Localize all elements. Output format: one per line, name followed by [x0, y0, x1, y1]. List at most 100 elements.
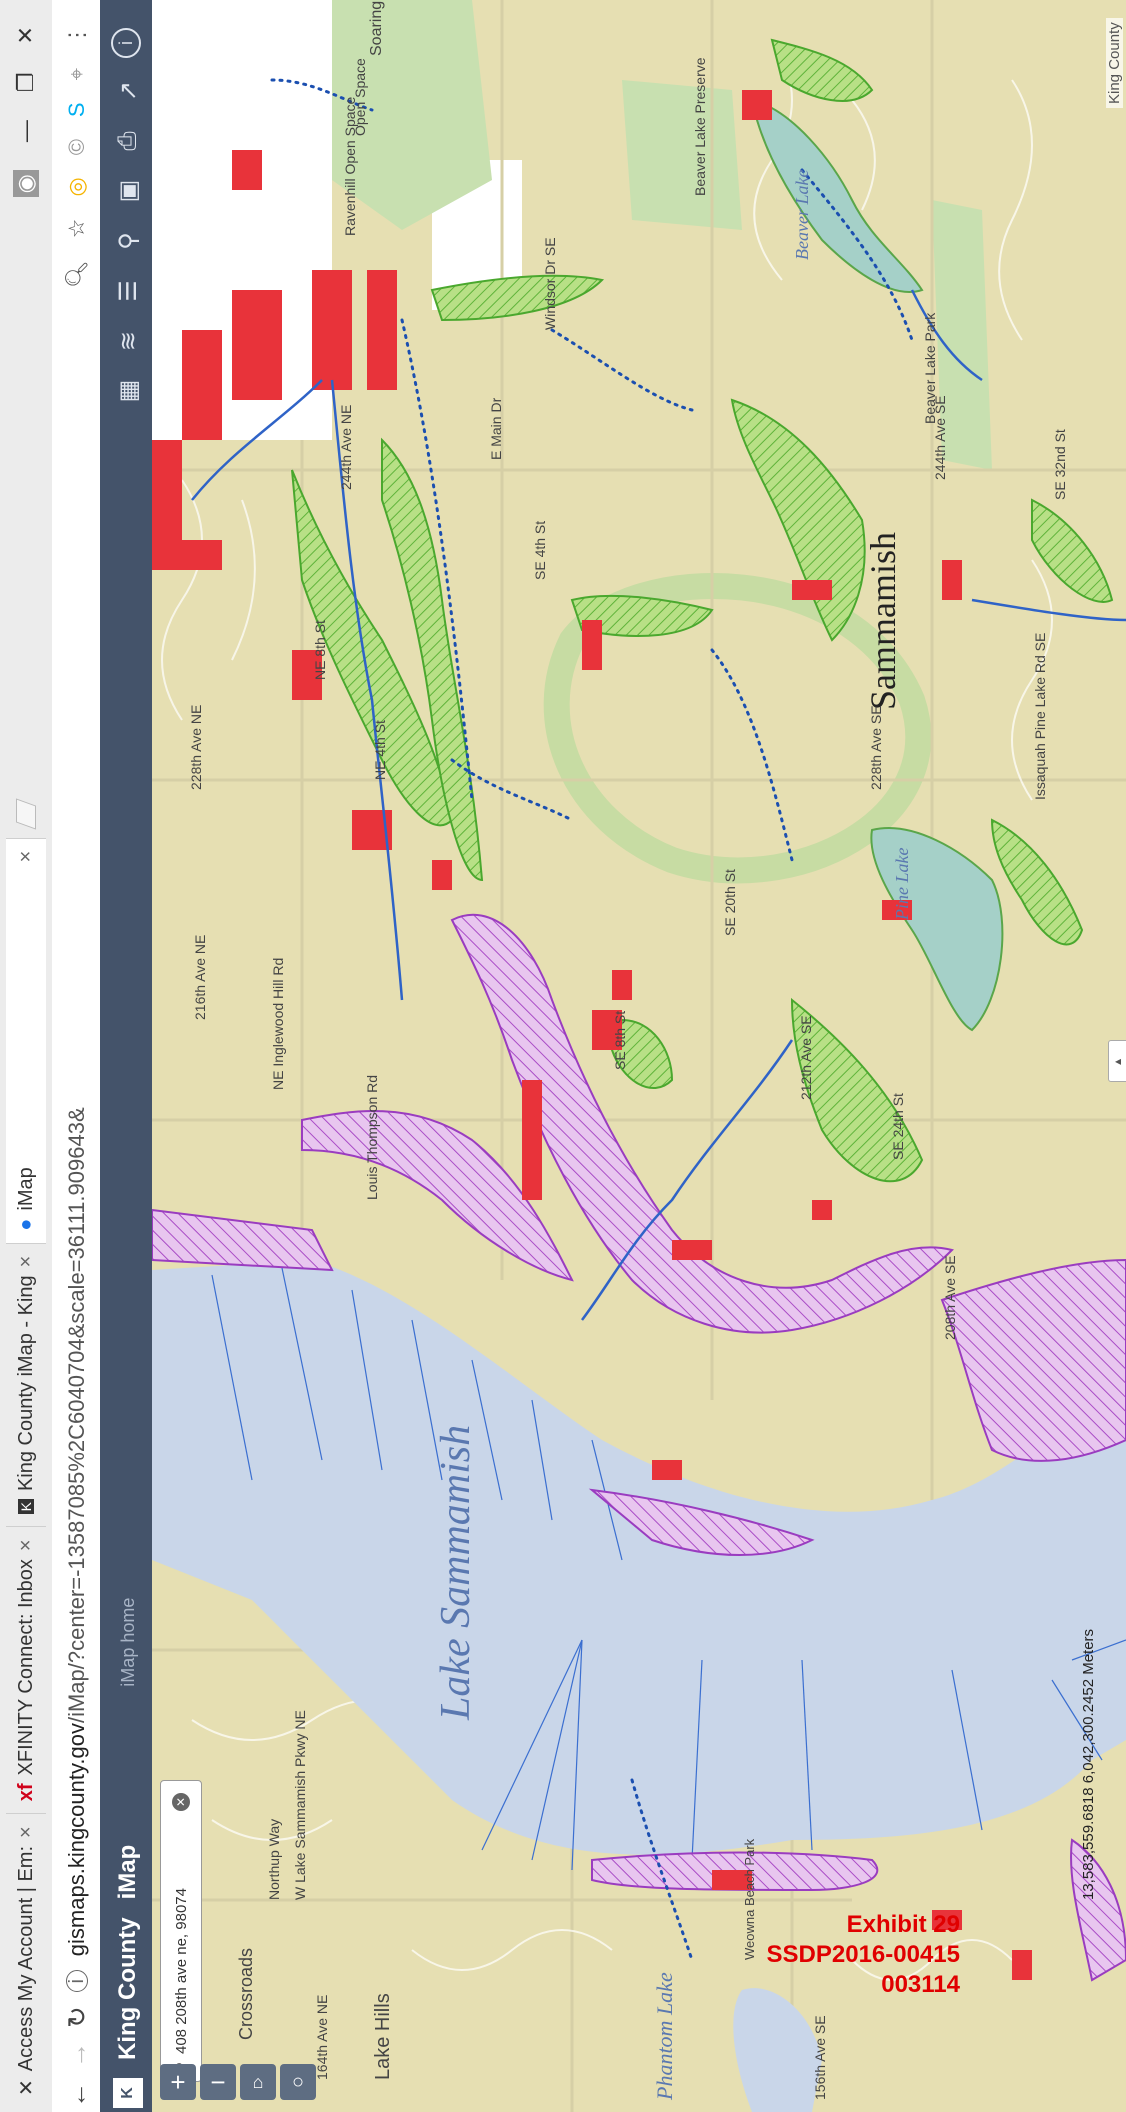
tab-xfinity[interactable]: xf XFINITY Connect: Inbox ×: [6, 1526, 46, 1814]
place-label-lake-hills: Lake Hills: [372, 1993, 394, 2080]
road-label: NE Inglewood Hill Rd: [270, 957, 286, 1090]
grid-icon[interactable]: ▦: [114, 379, 142, 403]
imap-home-link[interactable]: iMap home: [117, 1597, 138, 1687]
address-strip: ← → ↻ i gismaps.kingcounty.gov/iMap/?cen…: [56, 8, 98, 2108]
coordinate-text: 13,583,559.6818 6,042,300.2452 Meters: [1080, 1628, 1097, 1900]
map-graphics: [152, 0, 1126, 2112]
extension-icon[interactable]: ⌖: [64, 68, 89, 81]
road-label: 156th Ave SE: [812, 2015, 828, 2100]
zoom-icon[interactable]: 🔍︎: [64, 260, 89, 289]
road-label: Windsor Dr SE: [542, 237, 558, 330]
road-label: 228th Ave SE: [868, 705, 884, 790]
road-label: SE 20th St: [722, 869, 738, 936]
imap-icon: ●: [14, 1218, 37, 1231]
exhibit-stamp: Exhibit 29 SSDP2016-00415 003114: [700, 1910, 960, 2000]
road-label: 244th Ave SE: [932, 395, 948, 480]
map-controls: + − ⌂ ○: [160, 2060, 316, 2104]
place-label-beaver-lake: Beaver Lake: [792, 169, 812, 260]
toolbox-icon[interactable]: ▣: [114, 179, 142, 203]
extension-bar: 🔍︎ ☆ ◎ © S ⌖ ⋮: [64, 8, 90, 288]
side-panel-toggle[interactable]: ◂: [1108, 1040, 1126, 1082]
tab-access-my-account[interactable]: ✕ Access My Account | Em: ×: [6, 1813, 46, 2108]
zoom-out-button[interactable]: −: [200, 2064, 236, 2100]
road-label: W Lake Sammamish Pkwy NE: [292, 1710, 308, 1900]
road-label: 164th Ave NE: [314, 1994, 330, 2080]
road-label: SE 4th St: [532, 520, 548, 580]
forward-icon[interactable]: →: [61, 2042, 92, 2068]
map-canvas[interactable]: Sammamish Lake Sammamish Crossroads Lake…: [152, 0, 1126, 2112]
norton-icon[interactable]: ◎: [64, 177, 89, 197]
map-credit: King County: [1106, 18, 1123, 108]
tab-king-county-imap[interactable]: K King County iMap - King ×: [6, 1242, 46, 1527]
tab-label: Access My Account | Em:: [14, 1845, 37, 2072]
menu-dots-icon[interactable]: ⋮: [64, 24, 89, 46]
search-tool-icon[interactable]: ⚲: [114, 232, 142, 250]
share-icon[interactable]: ↗: [114, 80, 142, 102]
road-label: Louis Thompson Rd: [364, 1074, 380, 1200]
restore-icon[interactable]: ❐: [13, 72, 38, 93]
close-tab-icon[interactable]: ×: [14, 850, 37, 863]
clear-search-icon[interactable]: ✕: [172, 1793, 190, 1811]
new-tab-button[interactable]: [6, 790, 46, 838]
search-inner: ⚲ 408 208th ave ne, 98074 ✕: [165, 1793, 197, 2073]
exhibit-number: Exhibit 29: [846, 1911, 960, 1938]
road-label: 216th Ave NE: [192, 934, 208, 1020]
close-tab-icon[interactable]: ×: [14, 1255, 37, 1268]
road-label: E Main Dr: [488, 397, 504, 460]
road-label: Northup Way: [266, 1818, 282, 1900]
zoom-in-button[interactable]: +: [160, 2064, 196, 2100]
legend-icon[interactable]: ☰: [114, 280, 142, 302]
x-icon: ✕: [15, 2079, 38, 2096]
new-tab-icon: [16, 798, 36, 830]
road-label: 212th Ave SE: [798, 1015, 814, 1100]
browser-tab-bar: ✕ Access My Account | Em: × xf XFINITY C…: [0, 0, 53, 2112]
address-bar: ← → ↻ i gismaps.kingcounty.gov/iMap/?cen…: [52, 0, 101, 2112]
close-tab-icon[interactable]: ×: [14, 1539, 37, 1552]
tab-strip: ✕ Access My Account | Em: × xf XFINITY C…: [4, 8, 48, 2108]
close-tab-icon[interactable]: ×: [14, 1826, 37, 1838]
url-path: /iMap/?center=-13587085%2C6040704&scale=…: [64, 1107, 89, 1724]
park-label-soaring-eagle: Soaring Eagle Regional: [368, 0, 386, 56]
road-label: SE 24th St: [890, 1093, 906, 1160]
url-field[interactable]: gismaps.kingcounty.gov/iMap/?center=-135…: [64, 1107, 90, 1956]
tab-label: King County iMap - King: [14, 1275, 37, 1492]
road-label: Issaquah Pine Lake Rd SE: [1032, 632, 1048, 800]
tab-imap[interactable]: ● iMap ×: [6, 837, 46, 1243]
app-title: iMap: [114, 1844, 141, 1900]
back-icon[interactable]: ←: [61, 2082, 92, 2108]
road-label: 244th Ave NE: [338, 404, 354, 490]
close-window-icon[interactable]: ✕: [13, 26, 38, 45]
place-label-crossroads: Crossroads: [236, 1947, 256, 2040]
xfinity-icon: xf: [14, 1783, 37, 1802]
road-label: NE 4th St: [372, 720, 388, 780]
profile-icon[interactable]: ◉: [13, 170, 39, 198]
map-tools: ▦ ≋ ☰ ⚲ ▣ ⎙ ↗ i: [111, 8, 145, 408]
kc-icon: K: [18, 1499, 34, 1515]
place-label-sammamish: Sammamish: [863, 532, 903, 710]
home-extent-button[interactable]: ⌂: [240, 2064, 276, 2100]
park-label-beaver-lake-preserve: Beaver Lake Preserve: [692, 57, 708, 196]
app-strip: K King County iMap iMap home ▦ ≋ ☰ ⚲ ▣ ⎙…: [106, 8, 150, 2108]
tab-label: XFINITY Connect: Inbox: [14, 1559, 37, 1776]
park-label-open-space: Open Space: [352, 58, 368, 136]
reload-icon[interactable]: ↻: [61, 2006, 92, 2028]
locate-button[interactable]: ○: [280, 2064, 316, 2100]
king-county-logo-icon: K: [113, 2078, 143, 2108]
copyright-icon[interactable]: ©: [64, 139, 89, 156]
imap-app-bar: K King County iMap iMap home ▦ ≋ ☰ ⚲ ▣ ⎙…: [100, 0, 152, 2112]
road-label: 228th Ave NE: [188, 704, 204, 790]
search-input[interactable]: 408 208th ave ne, 98074: [172, 1888, 190, 2054]
minimize-icon[interactable]: —: [13, 120, 38, 143]
print-icon[interactable]: ⎙: [114, 131, 141, 151]
url-host: gismaps.kingcounty.gov: [64, 1723, 89, 1957]
bookmark-star-icon[interactable]: ☆: [64, 218, 89, 239]
exhibit-page-number: 003114: [881, 1971, 960, 1998]
skype-icon[interactable]: S: [64, 102, 89, 118]
info-icon[interactable]: i: [111, 28, 141, 58]
road-label: SE 32nd St: [1052, 429, 1068, 500]
window-controls: ◉ — ❐ ✕: [13, 8, 39, 198]
info-icon[interactable]: i: [66, 1970, 88, 1993]
layers-icon[interactable]: ≋: [114, 330, 142, 352]
address-search-box[interactable]: ⚲ 408 208th ave ne, 98074 ✕: [160, 1780, 202, 2082]
road-label: 208th Ave SE: [942, 1255, 958, 1340]
